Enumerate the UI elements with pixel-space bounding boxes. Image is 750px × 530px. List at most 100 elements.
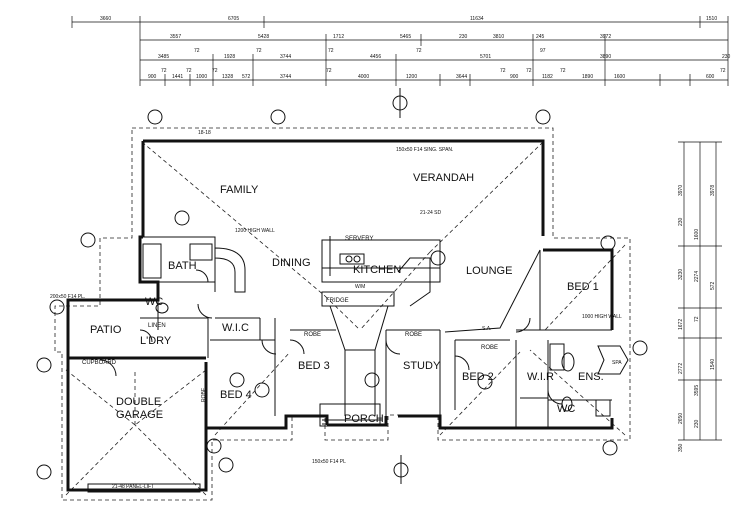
dim-r4-12: 3644 <box>456 74 467 80</box>
dim-r4-9: 72 <box>326 68 332 74</box>
dim-r4-0: 900 <box>148 74 157 80</box>
room-dining: DINING <box>272 257 311 269</box>
dim-right-10: 1540 <box>710 359 716 370</box>
top-dimension-lines <box>71 16 729 86</box>
dim-r3-1: 72 <box>194 48 200 54</box>
dim-right-4: 3230 <box>678 269 684 280</box>
room-robe2: ROBE <box>405 332 422 338</box>
dim-right-9: 2772 <box>678 363 684 374</box>
note-window-2124: 21-24 SD <box>420 210 442 216</box>
dim-r4-13: 72 <box>500 68 506 74</box>
dim-r2-5: 3810 <box>493 34 504 40</box>
note-wall-high: 1200 HIGH WALL <box>235 228 275 234</box>
room-bed1: BED 1 <box>567 281 599 293</box>
room-porch: PORCH <box>344 413 384 425</box>
room-bed4: BED 4 <box>220 389 252 401</box>
dim-right-6: 572 <box>710 281 716 290</box>
note-beam-left: 200x50 F14 PL. <box>50 294 85 300</box>
dim-r4-7: 572 <box>242 74 251 80</box>
dim-r1-1: 6705 <box>228 16 239 22</box>
dim-r4-14: 900 <box>510 74 519 80</box>
dim-right-13: 230 <box>694 419 700 428</box>
room-ldry: L'DRY <box>140 335 172 347</box>
dim-r4-20: 600 <box>706 74 715 80</box>
porch-steps <box>322 419 382 425</box>
garage-door <box>87 483 201 493</box>
dim-r4-6: 1328 <box>222 74 233 80</box>
room-study: STUDY <box>403 360 441 372</box>
room-robe1: ROBE <box>304 332 321 338</box>
dim-r3-4: 3744 <box>280 54 291 60</box>
right-dimension-labels: 3970 3978 230 1600 3230 2274 572 1672 72… <box>678 185 716 452</box>
exterior-walls <box>66 139 614 492</box>
room-lounge: LOUNGE <box>466 265 512 277</box>
dim-r3-10: 3890 <box>600 54 611 60</box>
dim-right-11: 3595 <box>694 385 700 396</box>
dim-r4-21: 72 <box>720 68 726 74</box>
room-patio: PATIO <box>90 324 122 336</box>
note-sa: S.A. <box>482 326 491 332</box>
room-ens: ENS. <box>578 371 604 383</box>
room-spa: SPA <box>612 360 622 366</box>
room-linen: LINEN <box>148 323 166 329</box>
fixtures <box>142 243 629 427</box>
north-arrow-icon <box>392 88 409 484</box>
room-bed2: BED 2 <box>462 371 494 383</box>
top-dimension-labels: 3660 6705 11634 1510 3557 5428 1712 5465… <box>100 16 731 80</box>
dim-r4-17: 72 <box>560 68 566 74</box>
room-robe3: ROBE <box>481 345 498 351</box>
dim-r3-9: 97 <box>540 48 546 54</box>
room-bed3: BED 3 <box>298 360 330 372</box>
dim-right-14: 350 <box>678 443 684 452</box>
dim-r3-5: 72 <box>328 48 334 54</box>
room-wir: W.I.R <box>527 371 554 383</box>
dim-r4-10: 4000 <box>358 74 369 80</box>
roof-outline <box>54 127 631 501</box>
dim-r4-15: 72 <box>526 68 532 74</box>
section-marker-icons <box>36 109 648 480</box>
doors <box>99 269 563 405</box>
room-double: DOUBLE <box>116 396 161 408</box>
dim-right-8: 72 <box>694 316 700 322</box>
room-kitchen: KITCHEN <box>353 264 401 276</box>
dim-r4-11: 1200 <box>406 74 417 80</box>
dim-r3-0: 3485 <box>158 54 169 60</box>
dim-right-12: 2650 <box>678 413 684 424</box>
dim-right-3: 1600 <box>694 229 700 240</box>
right-dimension-lines <box>678 141 722 441</box>
dim-r4-1: 72 <box>161 68 167 74</box>
dim-r1-2: 11634 <box>470 16 484 22</box>
dim-r4-19: 1600 <box>614 74 625 80</box>
dim-r3-3: 72 <box>256 48 262 54</box>
dim-right-5: 2274 <box>694 271 700 282</box>
dim-right-2: 230 <box>678 217 684 226</box>
room-wm: W/M <box>355 284 365 290</box>
plan-notes: 150x50 F14 SING. SPAN. 150x50 F14 PL 200… <box>50 130 622 490</box>
room-wc1: WC <box>145 296 163 308</box>
dim-r1-0: 3660 <box>100 16 111 22</box>
room-labels: FAMILY VERANDAH BATH DINING KITCHEN LOUN… <box>82 172 622 425</box>
note-beam-top: 150x50 F14 SING. SPAN. <box>396 147 453 153</box>
dim-right-1: 3978 <box>710 185 716 196</box>
dim-r4-16: 1182 <box>542 74 553 80</box>
dim-r2-7: 3972 <box>600 34 611 40</box>
room-cupboard: CUPBOARD <box>82 360 117 366</box>
room-robe4: ROBE <box>201 387 207 402</box>
interior-walls <box>140 236 612 428</box>
note-beam-bottom: 150x50 F14 PL <box>312 459 346 465</box>
dim-right-7: 1672 <box>678 319 684 330</box>
room-family: FAMILY <box>220 184 259 196</box>
dim-r4-4: 1000 <box>196 74 207 80</box>
dim-r3-7: 72 <box>416 48 422 54</box>
dim-r1-3: 1510 <box>706 16 717 22</box>
room-verandah: VERANDAH <box>413 172 474 184</box>
dim-r2-2: 1712 <box>333 34 344 40</box>
dim-right-0: 3970 <box>678 185 684 196</box>
dim-r4-3: 72 <box>186 68 192 74</box>
dim-r3-8: 5701 <box>480 54 491 60</box>
room-garage: GARAGE <box>116 409 163 421</box>
note-wall-high2: 1000 HIGH WALL <box>582 314 622 320</box>
room-bath: BATH <box>168 260 197 272</box>
note-window-1848: 18-18 <box>198 130 211 136</box>
dim-r2-1: 5428 <box>258 34 269 40</box>
